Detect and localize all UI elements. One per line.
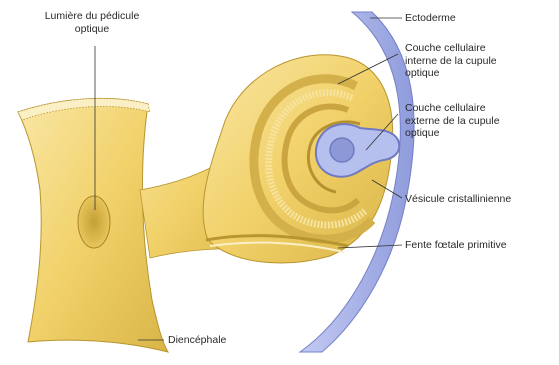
label-vesicule-cristallinienne: Vésicule cristallinienne bbox=[405, 193, 511, 206]
label-diencephale: Diencéphale bbox=[168, 334, 226, 347]
optic-stalk-lumen bbox=[78, 196, 110, 248]
label-couche-externe: Couche cellulaire externe de la cupule o… bbox=[405, 102, 500, 140]
label-couche-interne: Couche cellulaire interne de la cupule o… bbox=[405, 42, 497, 80]
label-lumiere-pedicule: Lumière du pédicule optique bbox=[22, 10, 162, 35]
label-fente-foetale: Fente fœtale primitive bbox=[405, 239, 507, 252]
lens-vesicle-lumen bbox=[330, 138, 354, 162]
label-ectoderme: Ectoderme bbox=[405, 12, 456, 25]
